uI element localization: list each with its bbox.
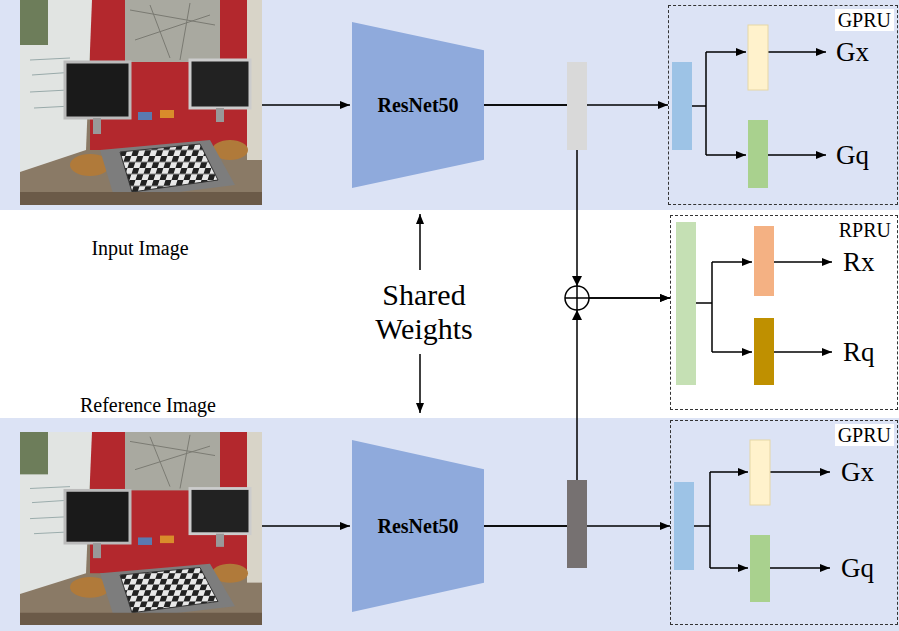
input-arrow <box>262 104 350 106</box>
output-symbol: Gq <box>836 140 869 170</box>
arrow-head <box>572 276 582 286</box>
fc-layer <box>676 222 696 385</box>
branch-line <box>692 105 706 107</box>
encoder-label: ResNet50 <box>377 515 458 538</box>
fc-layer <box>754 318 774 385</box>
text-holder: Rq <box>843 337 875 368</box>
text-holder: RPRU <box>836 219 894 242</box>
reference-photo <box>20 432 262 625</box>
encoder-trapezoid: ResNet50 <box>352 440 484 612</box>
text-holder: Gq <box>836 140 869 171</box>
gpru-module: GPRU GxGq <box>668 5 898 205</box>
input-arrow <box>262 525 350 527</box>
branch-arrow <box>712 261 752 263</box>
gpru-module: GPRU GxGq <box>670 420 898 625</box>
module-title: GPRU <box>835 424 894 446</box>
output-arrow <box>768 51 826 53</box>
text-holder: Input Image <box>40 237 240 260</box>
branch-line <box>709 472 711 568</box>
branch-line <box>705 52 707 155</box>
output-symbol: Rq <box>843 337 875 367</box>
shared-arrow <box>419 214 421 270</box>
trapezoid-shape <box>352 440 484 612</box>
output-arrow <box>770 567 830 569</box>
branch-arrow <box>710 471 748 473</box>
output-arrow <box>774 261 832 263</box>
branch-arrow <box>712 351 752 353</box>
branch-line <box>696 302 712 304</box>
fc-layer <box>748 120 768 188</box>
feature-vector <box>567 62 587 150</box>
rpru-module: RPRU RxRq <box>670 215 898 410</box>
encoder-label: ResNet50 <box>377 94 458 117</box>
output-arrow <box>768 154 826 156</box>
text-holder: Gx <box>836 37 869 68</box>
concat-symbol <box>565 286 589 310</box>
fc-layer <box>750 440 770 505</box>
text-holder: ResNet50 <box>352 440 484 612</box>
output-arrow <box>770 471 830 473</box>
text-holder: ResNet50 <box>352 22 484 188</box>
fc-layer <box>750 535 770 602</box>
text-holder: Gq <box>841 553 874 584</box>
branch-arrow <box>710 567 748 569</box>
branch-line <box>694 525 710 527</box>
output-arrow <box>774 351 832 353</box>
trapezoid-shape <box>352 22 484 188</box>
text-holder: GPRU <box>835 424 894 447</box>
arrow-head <box>572 310 582 320</box>
encoder-trapezoid: ResNet50 <box>352 22 484 188</box>
image-caption: Input Image <box>91 237 188 259</box>
branch-line <box>711 262 713 352</box>
fc-layer <box>672 62 692 150</box>
output-symbol: Gq <box>841 553 874 583</box>
concat-symbol <box>576 286 578 310</box>
branch-arrow <box>706 154 746 156</box>
text-holder: Shared Weights <box>344 278 504 347</box>
fc-layer <box>754 226 774 296</box>
shared-arrow <box>419 354 421 413</box>
reference-band <box>0 418 899 631</box>
output-symbol: Gx <box>836 37 869 67</box>
output-symbol: Rx <box>843 247 875 277</box>
text-holder: GPRU <box>835 9 894 32</box>
output-symbol: Gx <box>841 457 874 487</box>
shared-weights-label: Shared Weights <box>375 278 473 346</box>
text-holder: Reference Image <box>48 394 248 417</box>
fc-layer <box>674 482 694 570</box>
image-caption: Reference Image <box>80 394 216 416</box>
module-title: GPRU <box>835 9 894 31</box>
module-title: RPRU <box>836 219 894 241</box>
text-holder: Gx <box>841 457 874 488</box>
text-holder: Rx <box>843 247 875 278</box>
feature-vector <box>567 480 587 568</box>
input-band <box>0 0 899 210</box>
input-photo <box>20 0 262 205</box>
branch-arrow <box>706 51 746 53</box>
fc-layer <box>748 25 768 90</box>
